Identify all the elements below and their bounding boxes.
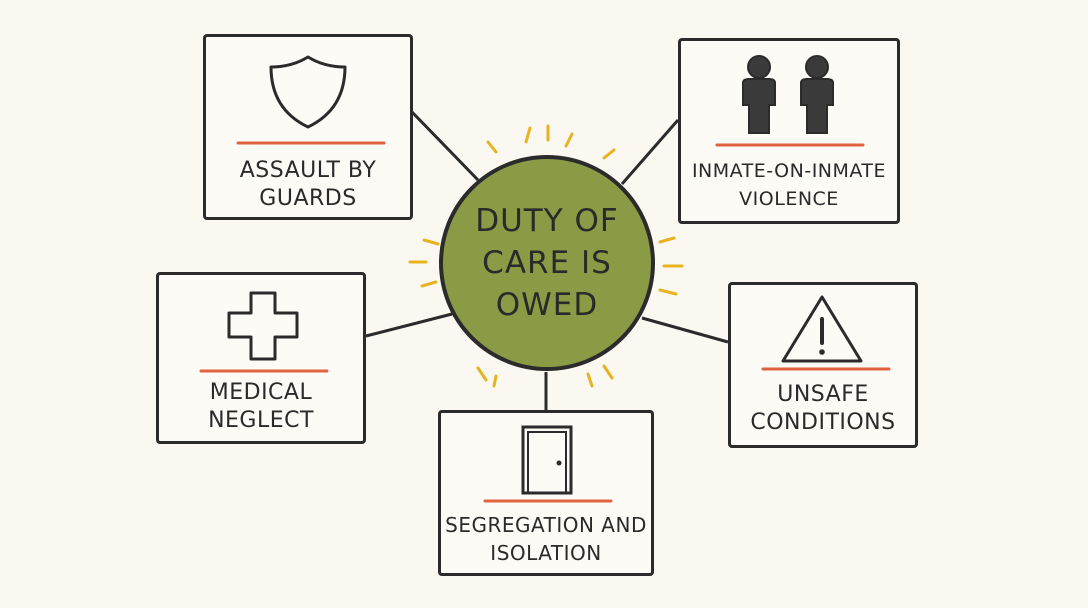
center-label: DUTY OF CARE IS OWED <box>440 200 654 326</box>
node-unsafe-label-line-2: CONDITIONS <box>750 410 896 435</box>
node-medical-neglect: MEDICAL NEGLECT <box>156 272 366 444</box>
center-circle <box>439 155 655 371</box>
underline-accent <box>715 143 865 147</box>
center-label-line-1: DUTY OF <box>475 203 619 239</box>
connector-medical <box>365 312 453 338</box>
center-label-line-3: OWED <box>495 287 599 323</box>
medical-cross-icon <box>227 291 299 361</box>
node-inmate-violence: INMATE-ON-INMATE VIOLENCE <box>678 38 900 224</box>
node-medical-label-line-2: NEGLECT <box>208 408 314 433</box>
connector-violence <box>620 119 680 185</box>
node-medical-label: MEDICAL NEGLECT <box>159 379 363 435</box>
underline-accent <box>483 499 613 503</box>
node-segregation-label-line-2: ISOLATION <box>490 541 602 565</box>
node-segregation-label: SEGREGATION AND ISOLATION <box>441 511 651 567</box>
underline-accent <box>236 141 386 145</box>
connector-unsafe <box>641 316 729 344</box>
people-icon <box>742 55 834 134</box>
node-segregation-label-line-1: SEGREGATION AND <box>445 513 647 537</box>
node-assault-label-line-2: GUARDS <box>259 186 357 211</box>
node-unsafe-label-line-1: UNSAFE <box>777 382 869 407</box>
node-violence-label: INMATE-ON-INMATE VIOLENCE <box>681 157 897 213</box>
warning-icon <box>781 295 863 363</box>
center-label-line-2: CARE IS <box>482 245 612 281</box>
sunburst-rays <box>408 124 684 388</box>
node-segregation-isolation: SEGREGATION AND ISOLATION <box>438 410 654 576</box>
door-icon <box>521 425 573 495</box>
connector-assault <box>410 110 480 182</box>
node-medical-label-line-1: MEDICAL <box>209 380 313 405</box>
node-violence-label-line-2: VIOLENCE <box>739 188 839 210</box>
shield-icon <box>269 55 347 129</box>
node-assault-label-line-1: ASSAULT BY <box>239 158 377 183</box>
node-assault-label: ASSAULT BY GUARDS <box>206 157 410 213</box>
underline-accent <box>761 367 891 371</box>
node-assault-by-guards: ASSAULT BY GUARDS <box>203 34 413 220</box>
underline-accent <box>199 369 329 373</box>
node-unsafe-label: UNSAFE CONDITIONS <box>731 381 915 437</box>
node-violence-label-line-1: INMATE-ON-INMATE <box>691 160 887 182</box>
node-unsafe-conditions: UNSAFE CONDITIONS <box>728 282 918 448</box>
